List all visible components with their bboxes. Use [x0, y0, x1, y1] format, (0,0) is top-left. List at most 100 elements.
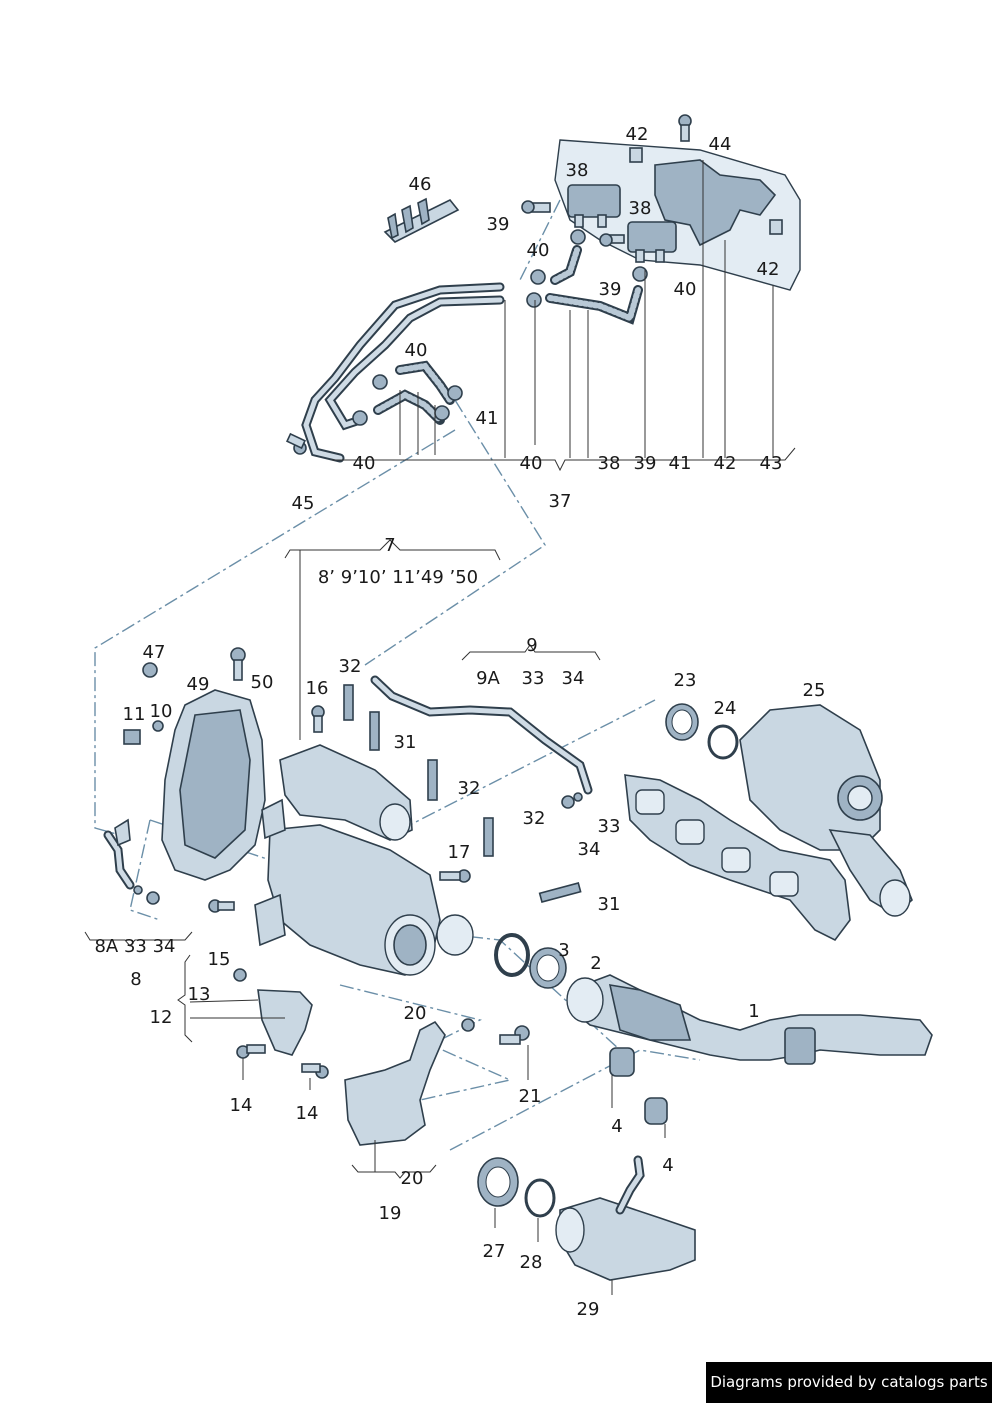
label-46: 46 — [409, 174, 432, 195]
label-3: 3 — [558, 940, 569, 961]
sensor-part-31-upper — [369, 711, 380, 751]
label-40-upper: 40 — [527, 240, 550, 261]
clamp-part-23 — [665, 703, 699, 741]
bolt-part-14-left — [236, 1044, 266, 1059]
rubber-mount-part-4-lower — [644, 1097, 668, 1125]
pipe-fitting-part-29 — [555, 1155, 696, 1281]
label-25: 25 — [803, 680, 826, 701]
clip-part-11 — [123, 729, 141, 745]
pressure-sensor-part-38-right — [627, 221, 677, 263]
label-32-upper: 32 — [339, 656, 362, 677]
label-2: 2 — [590, 953, 601, 974]
bar-label-42: 42 — [714, 453, 737, 474]
label-33: 33 — [598, 816, 621, 837]
label-7-subparts: 8’ 9’10’ 11’49 ’50 — [318, 567, 478, 588]
bolt-part-44 — [678, 114, 692, 142]
bolt-part-14-right — [301, 1063, 329, 1079]
label-10: 10 — [150, 701, 173, 722]
particulate-filter-part-7 — [254, 744, 474, 976]
label-20-upper: 20 — [404, 1003, 427, 1024]
label-21: 21 — [519, 1086, 542, 1107]
vacuum-hose-lines — [301, 245, 643, 463]
label-15: 15 — [208, 949, 231, 970]
label-29: 29 — [577, 1299, 600, 1320]
label-31-upper: 31 — [394, 732, 417, 753]
label-17: 17 — [448, 842, 471, 863]
label-19: 19 — [379, 1203, 402, 1224]
bracket-pipe-part-8A — [103, 818, 135, 890]
bar-label-43: 43 — [760, 453, 783, 474]
label-20-lower: 20 — [401, 1168, 424, 1189]
sensor-part-32-lower — [483, 817, 494, 857]
nut-part-34-left — [146, 891, 160, 905]
bar-label-41: 41 — [669, 453, 692, 474]
label-8-subparts: 8A 33 34 — [94, 936, 175, 957]
sensor-part-32-upper — [343, 684, 354, 721]
label-41: 41 — [476, 408, 499, 429]
washer-part-33-right — [573, 792, 583, 802]
bolt-part-50 — [230, 647, 246, 681]
label-44: 44 — [709, 134, 732, 155]
label-28: 28 — [520, 1252, 543, 1273]
label-4-upper: 4 — [611, 1116, 622, 1137]
label-9: 9 — [526, 635, 537, 656]
label-7: 7 — [384, 535, 395, 556]
label-23: 23 — [674, 670, 697, 691]
label-12: 12 — [150, 1007, 173, 1028]
hose-holder-part-46 — [383, 197, 460, 243]
label-40-right: 40 — [674, 279, 697, 300]
label-14-left: 14 — [230, 1095, 253, 1116]
label-8: 8 — [130, 969, 141, 990]
pressure-sensor-part-38-left — [567, 184, 621, 228]
label-32-middle: 32 — [458, 778, 481, 799]
bolt-part-45 — [285, 432, 307, 455]
label-40-middle: 40 — [405, 340, 428, 361]
bolt-part-17 — [439, 869, 471, 883]
bar-label-38: 38 — [598, 453, 621, 474]
seal-part-28 — [524, 1178, 556, 1218]
bar-label-40-mid: 40 — [520, 453, 543, 474]
seal-part-3 — [494, 933, 530, 977]
label-4-lower: 4 — [662, 1155, 673, 1176]
bar-label-39: 39 — [634, 453, 657, 474]
label-39-lower: 39 — [599, 279, 622, 300]
label-9-33: 33 — [522, 668, 545, 689]
seal-part-24 — [707, 724, 739, 760]
hose-clamps-part-40 — [352, 229, 648, 426]
label-9-34: 34 — [562, 668, 585, 689]
label-49: 49 — [187, 674, 210, 695]
support-bracket-part-20 — [344, 1020, 446, 1146]
exhaust-pipe-part-1 — [566, 974, 933, 1065]
label-45: 45 — [292, 493, 315, 514]
leader-lines — [84, 160, 796, 1295]
nut-part-34-right — [561, 795, 575, 809]
washer-part-33-left — [133, 885, 143, 895]
bolt-part-39-upper — [521, 200, 551, 214]
bolt-part-15-upper — [208, 899, 235, 913]
heat-shield-part-49 — [161, 689, 266, 881]
sensor-part-31-lower — [538, 881, 582, 903]
label-34: 34 — [578, 839, 601, 860]
bolt-part-20 — [461, 1018, 475, 1032]
nut-part-47 — [142, 662, 158, 678]
label-24: 24 — [714, 698, 737, 719]
sensor-part-32-middle — [427, 759, 438, 801]
bar-label-40-left: 40 — [353, 453, 376, 474]
clamp-part-27 — [477, 1157, 519, 1207]
label-14-right: 14 — [296, 1103, 319, 1124]
label-38-lower: 38 — [629, 198, 652, 219]
bracket-part-13 — [257, 989, 313, 1056]
bolt-part-10 — [152, 720, 164, 732]
rubber-mount-part-4-upper — [609, 1047, 635, 1077]
label-16: 16 — [306, 678, 329, 699]
part-number-labels: 46 42 44 38 38 39 40 42 39 40 40 41 40 4… — [94, 124, 825, 1320]
bolt-part-16 — [311, 705, 325, 733]
attribution-footer: Diagrams provided by catalogs parts — [706, 1362, 992, 1403]
bolt-part-39-lower — [599, 233, 625, 247]
label-32-lower: 32 — [523, 808, 546, 829]
bracket-plate-part-43 — [554, 139, 801, 291]
label-39-upper: 39 — [487, 214, 510, 235]
clamp-part-2 — [529, 947, 567, 989]
